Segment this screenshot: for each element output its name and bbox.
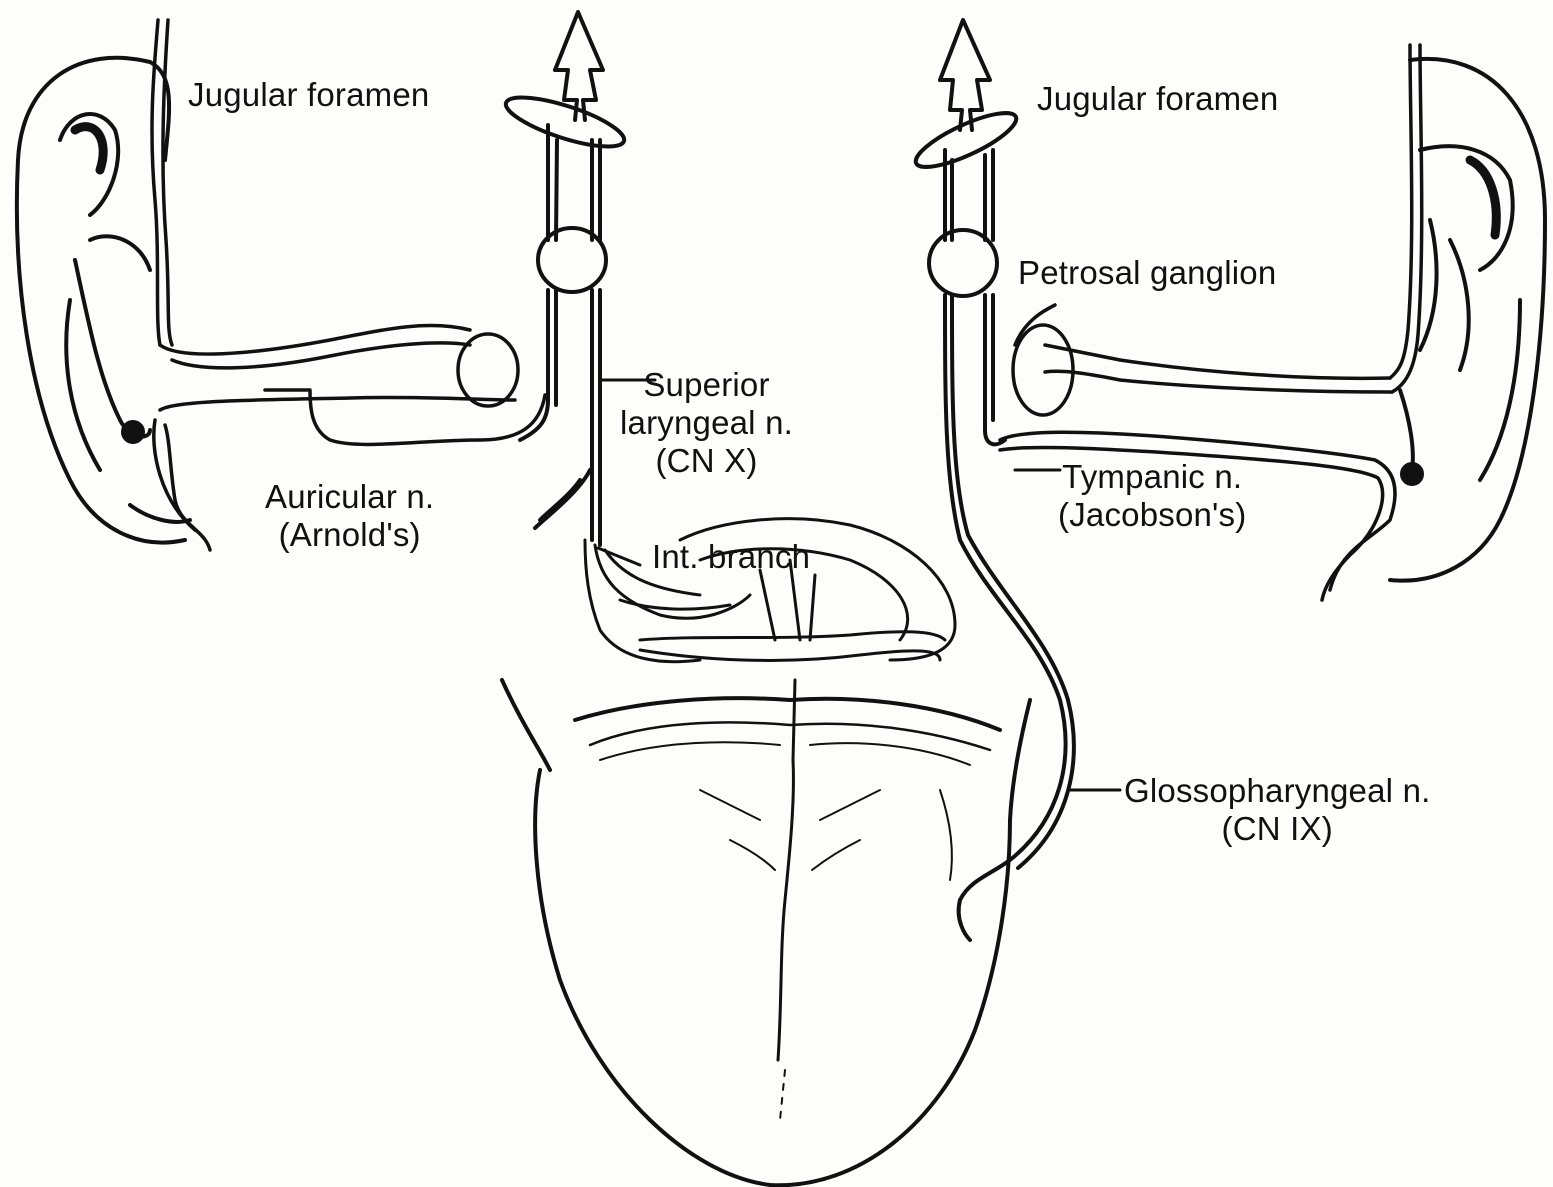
label-jugular-foramen-right: Jugular foramen xyxy=(1037,80,1278,118)
label-superior-laryngeal-nerve: Superior laryngeal n. (CN X) xyxy=(620,366,793,480)
tongue xyxy=(502,680,1030,1185)
label-glossopharyngeal-nerve: Glossopharyngeal n. (CN IX) xyxy=(1124,772,1431,848)
label-internal-branch: Int. branch xyxy=(652,538,810,576)
label-line: laryngeal n. xyxy=(620,404,793,442)
label-line: Superior xyxy=(620,366,793,404)
label-jugular-foramen-left: Jugular foramen xyxy=(188,76,429,114)
label-tympanic-nerve: Tympanic n. (Jacobson's) xyxy=(1058,458,1246,534)
label-petrosal-ganglion: Petrosal ganglion xyxy=(1018,254,1276,292)
label-line: (CN X) xyxy=(620,442,793,480)
label-line: (Jacobson's) xyxy=(1058,496,1246,534)
label-line: (Arnold's) xyxy=(265,516,434,554)
label-line: Auricular n. xyxy=(265,478,434,516)
label-line: Glossopharyngeal n. xyxy=(1124,772,1431,810)
label-line: (CN IX) xyxy=(1124,810,1431,848)
right-ear xyxy=(1390,59,1545,581)
label-line: Tympanic n. xyxy=(1058,458,1246,496)
label-auricular-nerve: Auricular n. (Arnold's) xyxy=(265,478,434,554)
